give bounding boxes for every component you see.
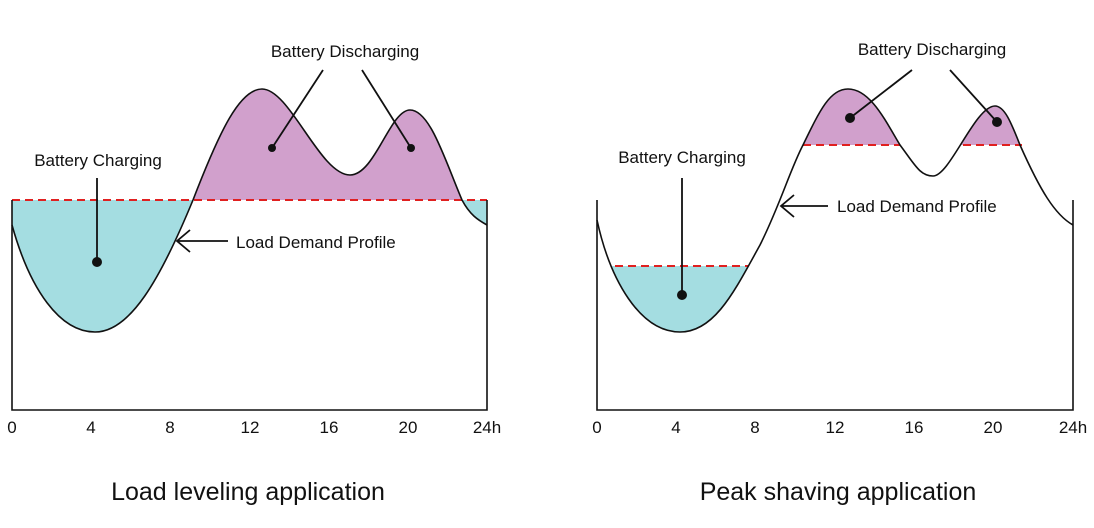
peak-shaving-panel: 0 4 8 12 16 20 24h Battery Charging Batt… — [592, 40, 1087, 506]
tick-label: 4 — [86, 418, 95, 437]
charging-label: Battery Charging — [34, 151, 162, 170]
charging-dot — [92, 257, 102, 267]
discharging-area — [12, 89, 487, 200]
panel-title: Peak shaving application — [700, 478, 977, 506]
panel-title: Load leveling application — [111, 478, 385, 506]
charging-area — [12, 200, 487, 332]
charging-dot — [677, 290, 687, 300]
tick-label: 24h — [1059, 418, 1087, 437]
tick-label: 0 — [7, 418, 16, 437]
tick-label: 0 — [592, 418, 601, 437]
tick-label: 4 — [671, 418, 680, 437]
tick-label: 12 — [826, 418, 845, 437]
arrow-icon — [175, 229, 228, 253]
load-demand-curve — [11, 88, 488, 333]
charging-area — [597, 266, 760, 332]
arrow-icon — [779, 194, 828, 218]
tick-label: 24h — [473, 418, 501, 437]
discharging-label: Battery Discharging — [858, 40, 1006, 59]
tick-label: 20 — [984, 418, 1003, 437]
profile-label: Load Demand Profile — [236, 233, 396, 252]
tick-label: 8 — [750, 418, 759, 437]
tick-label: 16 — [320, 418, 339, 437]
discharging-dot — [268, 144, 276, 152]
load-demand-curve — [596, 88, 1074, 333]
x-axis-ticks: 0 4 8 12 16 20 24h — [7, 418, 501, 437]
discharging-dot — [407, 144, 415, 152]
x-axis-ticks: 0 4 8 12 16 20 24h — [592, 418, 1087, 437]
tick-label: 12 — [241, 418, 260, 437]
discharging-area — [597, 89, 1073, 145]
discharging-dot — [992, 117, 1002, 127]
discharging-label: Battery Discharging — [271, 42, 419, 61]
tick-label: 20 — [399, 418, 418, 437]
tick-label: 8 — [165, 418, 174, 437]
load-leveling-panel: 0 4 8 12 16 20 24h Battery Charging Batt… — [7, 42, 501, 506]
axis-frame — [596, 200, 1074, 411]
discharging-pointer — [849, 69, 998, 123]
discharging-pointer — [271, 69, 412, 149]
axis-frame — [11, 200, 488, 411]
discharging-dot — [845, 113, 855, 123]
charging-label: Battery Charging — [618, 148, 746, 167]
tick-label: 16 — [905, 418, 924, 437]
profile-label: Load Demand Profile — [837, 197, 997, 216]
